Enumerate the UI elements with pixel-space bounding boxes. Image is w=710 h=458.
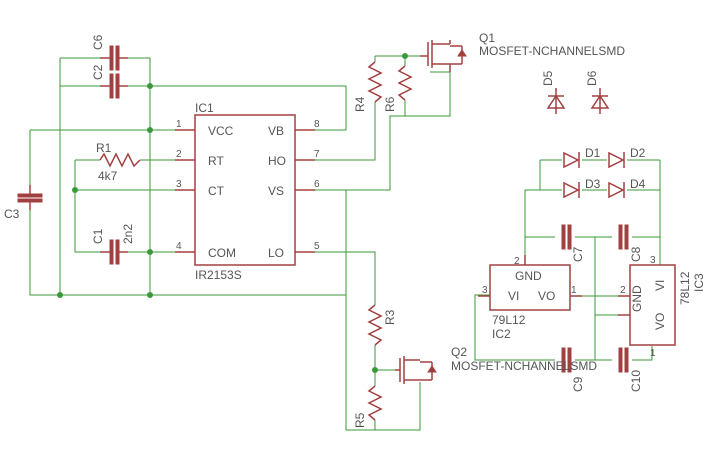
ic1-pin8: 8 xyxy=(314,119,320,130)
diode-d4: D4 xyxy=(608,177,646,199)
ic3-vi-label: VI xyxy=(653,280,667,291)
c2-label: C2 xyxy=(91,64,105,80)
diode-d3: D3 xyxy=(563,177,601,199)
r4-label: R4 xyxy=(353,96,367,112)
ic3-gnd-label: GND xyxy=(630,285,644,312)
r1-label: R1 xyxy=(96,141,112,155)
c9-label: C9 xyxy=(571,376,585,392)
ic2-vi-label: VI xyxy=(508,289,519,303)
ic3-pin3: 3 xyxy=(650,255,656,266)
ic2-pin2: 2 xyxy=(514,256,520,267)
resistor-r4: R4 xyxy=(353,61,383,112)
resistor-r1: R1 4k7 xyxy=(96,141,141,183)
ic2-79l12: GND VI VO 2 3 1 79L12 IC2 xyxy=(478,255,582,341)
q2-value: MOSFET-NCHANNELSMD xyxy=(451,359,597,373)
ic1-com-label: COM xyxy=(208,246,236,260)
capacitor-c7: C7 xyxy=(561,224,585,262)
c6-label: C6 xyxy=(91,34,105,50)
q1-value: MOSFET-NCHANNELSMD xyxy=(479,44,625,58)
ic2-gnd-label: GND xyxy=(515,269,542,283)
ic1-pin4: 4 xyxy=(176,241,182,252)
capacitor-c2: C2 xyxy=(91,64,128,99)
mosfet-q1: Q1 MOSFET-NCHANNELSMD xyxy=(420,31,625,72)
ic1-pin5: 5 xyxy=(314,241,320,252)
ic3-vo-label: VO xyxy=(653,313,667,330)
diode-d6: D6 xyxy=(585,70,610,114)
resistor-r3: R3 xyxy=(367,304,397,346)
r1-value: 4k7 xyxy=(98,169,118,183)
ic1-name: IC1 xyxy=(195,101,214,115)
diode-d2: D2 xyxy=(608,146,646,169)
ic2-pin3: 3 xyxy=(482,285,488,296)
junctions xyxy=(57,53,408,373)
c3-label: C3 xyxy=(4,207,20,221)
ic1-vb-label: VB xyxy=(268,124,284,138)
resistor-r5: R5 xyxy=(353,385,383,428)
ic1-pin1: 1 xyxy=(176,119,182,130)
c8-label: C8 xyxy=(629,246,643,262)
r6-label: R6 xyxy=(383,96,397,112)
ic1-ho-label: HO xyxy=(268,154,286,168)
capacitor-c1: C1 2n2 xyxy=(91,224,135,265)
ic2-pin1: 1 xyxy=(571,285,577,296)
ic1-pin2: 2 xyxy=(176,149,182,160)
c10-label: C10 xyxy=(629,370,643,392)
d4-label: D4 xyxy=(630,177,646,191)
ic2-name: IC2 xyxy=(492,327,511,341)
r3-label: R3 xyxy=(383,309,397,325)
ic1-lo-label: LO xyxy=(268,246,284,260)
ic3-78l12: GND VO VI 2 3 1 78L12 IC3 xyxy=(618,255,706,359)
mosfet-q2: Q2 MOSFET-NCHANNELSMD xyxy=(395,345,597,384)
ic3-pin2: 2 xyxy=(620,285,626,296)
ic2-value: 79L12 xyxy=(492,313,526,327)
resistor-r6: R6 xyxy=(383,65,413,112)
ic3-pin1: 1 xyxy=(650,348,656,359)
diode-d5: D5 xyxy=(541,70,566,114)
diode-d1: D1 xyxy=(563,146,601,169)
capacitor-c10: C10 xyxy=(618,347,643,392)
ic3-name: IC3 xyxy=(692,273,706,292)
ic1-rt-label: RT xyxy=(208,154,224,168)
ic1-pin3: 3 xyxy=(176,179,182,190)
d3-label: D3 xyxy=(585,177,601,191)
ic1-ir2153s: IC1 IR2153S 1 2 3 4 8 7 6 5 VCC RT CT CO… xyxy=(175,101,320,282)
ic1-pin7: 7 xyxy=(314,149,320,160)
q1-label: Q1 xyxy=(479,31,495,45)
ic1-vs-label: VS xyxy=(268,184,284,198)
c7-label: C7 xyxy=(571,246,585,262)
ic1-vcc-label: VCC xyxy=(208,124,234,138)
ic2-vo-label: VO xyxy=(538,289,555,303)
capacitor-c3: C3 xyxy=(4,185,43,221)
ic1-pin6: 6 xyxy=(314,179,320,190)
ic1-value: IR2153S xyxy=(195,268,242,282)
capacitor-c9: C9 xyxy=(561,347,585,392)
ic3-value: 78L12 xyxy=(678,271,692,305)
q2-label: Q2 xyxy=(451,345,467,359)
d5-label: D5 xyxy=(541,70,555,86)
d6-label: D6 xyxy=(585,70,599,86)
capacitor-c6: C6 xyxy=(91,34,128,71)
d1-label: D1 xyxy=(585,146,601,160)
capacitor-c8: C8 xyxy=(618,224,643,262)
r5-label: R5 xyxy=(353,412,367,428)
ic1-ct-label: CT xyxy=(208,184,225,198)
c1-value: 2n2 xyxy=(121,224,135,244)
d2-label: D2 xyxy=(630,146,646,160)
c1-label: C1 xyxy=(91,228,105,244)
